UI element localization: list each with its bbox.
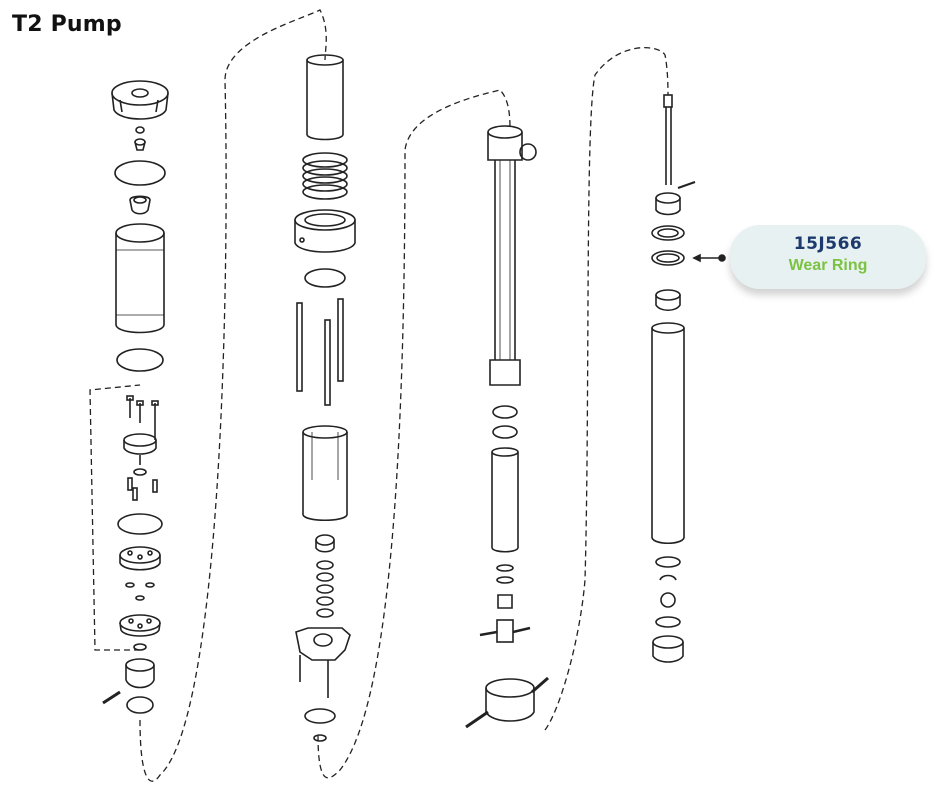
displacement-rod-part [487,125,537,386]
manifold-part [295,627,351,698]
top-cap-part [111,80,169,120]
lower-ring-part [655,556,681,568]
ball-cage-part [315,534,335,553]
cylinder-part [115,223,165,334]
seat-part [129,195,151,215]
lower-valve-plate-part [119,614,161,637]
cage-part [302,425,348,522]
coupler-part [479,619,531,643]
piston-cylinder-part [651,322,685,545]
column-1-parts [102,80,169,714]
manifold-oring-part [304,708,336,724]
side-pin-part [102,690,121,705]
upper-seal-part [651,225,685,241]
rod-oring-top-part [492,405,518,419]
small-washer-part [125,582,135,588]
column-4-parts [651,94,696,663]
assembly-dashed-lines [89,9,669,782]
check-valve-part [134,138,146,151]
gland-oring-part [304,268,346,288]
rod-oring-bottom-part [492,425,518,439]
page-title: T2 Pump [12,12,122,37]
bottom-housing-part [125,658,155,689]
rod-sleeve-part [491,447,519,553]
piston-part [655,289,681,312]
piston-rod-part [663,94,696,189]
pump-base-clamp-part [465,676,549,729]
valve-housing-part [123,433,157,465]
tie-rods-part [296,298,344,406]
retaining-clip-part [659,574,677,581]
screws-part [126,395,159,440]
bottom-clip-part [126,696,154,714]
callout-part-name: Wear Ring [788,257,868,274]
small-oring-part [135,126,145,134]
cylinder-oring-part [116,348,164,372]
valve-plate-part [119,546,161,571]
rod-end-part [496,564,514,609]
small-seal-part [133,468,147,476]
piston-nut-part [655,192,681,216]
ball-part [660,592,676,608]
seal-stack-part [316,560,334,618]
large-oring-part [114,160,166,186]
spring-part [302,152,348,200]
gland-nut-part [294,209,356,253]
column-2-parts [294,54,356,742]
part-callout[interactable]: 15J566 Wear Ring [730,225,926,289]
callout-part-number: 15J566 [793,234,863,254]
callout-pointer [692,253,726,263]
wear-ring-part [651,250,685,266]
pins-part [127,477,158,501]
middle-oring-part [117,513,163,535]
foot-valve-part [652,635,684,663]
column-3-parts [465,125,549,729]
top-sleeve-part [306,54,344,141]
